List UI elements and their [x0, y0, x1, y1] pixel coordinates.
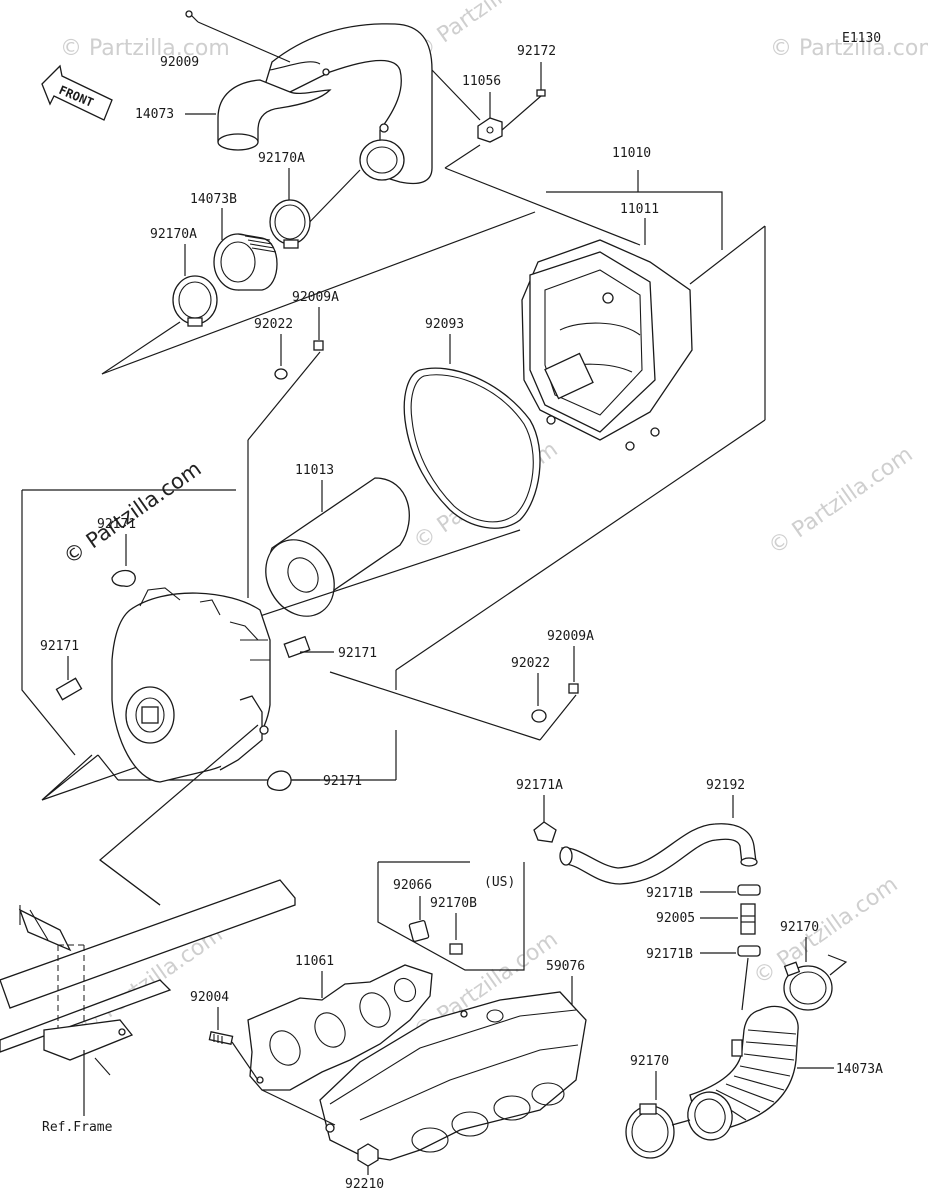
- clamp-92170a-left: [172, 275, 218, 327]
- frame-section: [0, 879, 296, 1076]
- watermark-text: © Partzilla.com: [749, 872, 902, 990]
- stud-92004: [208, 1031, 234, 1045]
- part-label-92022-mid: 92022: [511, 656, 550, 671]
- clip-92171-a: [111, 569, 136, 587]
- part-label-92171b-bot: 92171B: [646, 947, 693, 962]
- part-label-92210: 92210: [345, 1177, 384, 1192]
- ref-frame-label: Ref.Frame: [42, 1120, 113, 1135]
- part-label-92171a: 92171A: [516, 778, 563, 793]
- part-label-92170-bottom: 92170: [630, 1054, 669, 1069]
- air-cleaner-case-11011: [521, 239, 693, 451]
- clamp-92170a-top: [269, 199, 311, 249]
- breather-hose-92192: [561, 823, 757, 885]
- gasket-92093: [403, 367, 541, 529]
- front-arrow-icon: FRONT: [41, 64, 113, 121]
- watermark-text: © Partzilla.com: [59, 456, 206, 569]
- part-label-92009: 92009: [160, 55, 199, 70]
- clip-92171a: [533, 821, 557, 843]
- part-label-11056: 11056: [462, 74, 501, 89]
- washer-92022-top: [274, 368, 288, 380]
- us-label: (US): [484, 875, 515, 890]
- pipe-92005: [740, 903, 756, 935]
- inlet-duct: [217, 23, 433, 185]
- washer-92022-mid: [531, 709, 547, 723]
- part-label-92170-right: 92170: [780, 920, 819, 935]
- bolt-92172: [501, 89, 546, 131]
- part-label-59076: 59076: [546, 959, 585, 974]
- watermark-text: © Partzilla.com: [60, 36, 230, 61]
- filter-element-11013: [265, 477, 410, 617]
- gasket-11061: [247, 964, 433, 1091]
- flex-duct-14073a: [687, 1005, 799, 1141]
- part-label-92004: 92004: [190, 990, 229, 1005]
- air-cleaner-cover: [111, 587, 271, 783]
- part-label-14073a: 14073A: [836, 1062, 883, 1077]
- clamp-92170b: [449, 943, 463, 955]
- part-label-11011: 11011: [620, 202, 659, 217]
- clamp-92171b-top: [737, 884, 761, 896]
- part-label-92171-d: 92171: [323, 774, 362, 789]
- part-label-92170a-top: 92170A: [258, 151, 305, 166]
- duct-14073b: [213, 233, 278, 291]
- part-label-92022-top: 92022: [254, 317, 293, 332]
- part-label-14073b: 14073B: [190, 192, 237, 207]
- intake-manifold-59076: [319, 991, 587, 1161]
- part-label-92171-b: 92171: [40, 639, 79, 654]
- clip-92171-c: [283, 635, 311, 659]
- part-label-92171-a: 92171: [97, 517, 136, 532]
- part-label-92170a-left: 92170A: [150, 227, 197, 242]
- nut-92210: [357, 1143, 379, 1167]
- screw-92009a-mid: [568, 683, 579, 694]
- part-label-92171-c: 92171: [338, 646, 377, 661]
- part-label-92192: 92192: [706, 778, 745, 793]
- clip-92171-b: [55, 677, 83, 701]
- part-label-92066: 92066: [393, 878, 432, 893]
- part-label-11010: 11010: [612, 146, 651, 161]
- part-label-92005: 92005: [656, 911, 695, 926]
- clamp-92170-right: [783, 961, 833, 1011]
- diagram-code: E1130: [842, 31, 881, 46]
- part-label-11013: 11013: [295, 463, 334, 478]
- part-label-92093: 92093: [425, 317, 464, 332]
- screw-92009: [185, 10, 291, 63]
- screw-92009a-top: [313, 340, 324, 351]
- part-label-92172: 92172: [517, 44, 556, 59]
- part-label-14073: 14073: [135, 107, 174, 122]
- clamp-92171b-bot: [737, 945, 761, 957]
- watermark-text: © Partzilla.com: [770, 36, 928, 61]
- part-label-92009a-mid: 92009A: [547, 629, 594, 644]
- part-label-11061: 11061: [295, 954, 334, 969]
- plug-92066: [408, 920, 430, 942]
- watermark-text: © Partzilla.com: [764, 442, 917, 560]
- clip-92171-d: [266, 770, 292, 791]
- part-label-92009a-top: 92009A: [292, 290, 339, 305]
- clamp-92170-bottom: [625, 1103, 675, 1159]
- part-label-92170b: 92170B: [430, 896, 477, 911]
- bracket-11056: [477, 117, 503, 143]
- part-label-92171b-top: 92171B: [646, 886, 693, 901]
